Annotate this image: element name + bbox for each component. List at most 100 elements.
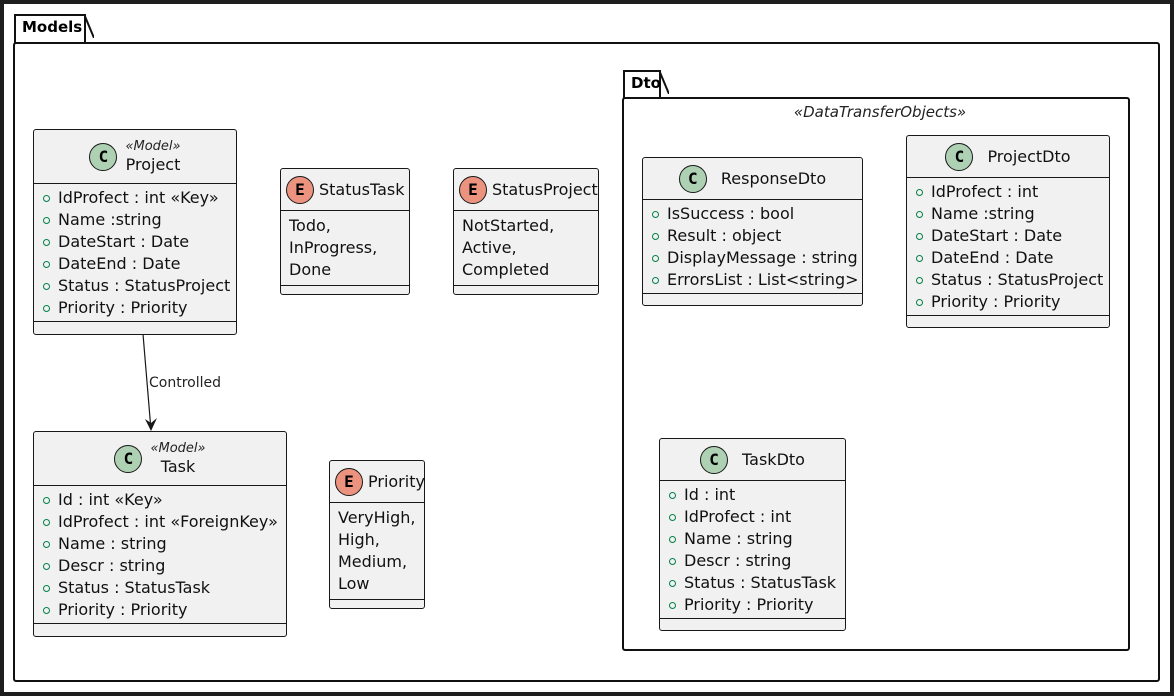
field: Status : StatusProject [34,275,236,297]
package-dto-stereotype: «DataTransferObjects» [793,103,967,121]
public-icon [43,238,50,246]
field: IsSuccess : bool [643,203,862,225]
field: Status : StatusTask [660,572,845,594]
class-badge-icon: C [678,164,707,193]
public-icon [916,276,923,284]
class-badge-icon: C [945,142,974,171]
enum-values: VeryHigh, High, Medium, Low [330,503,424,600]
edge-label-controlled: Controlled [149,375,221,391]
public-icon [652,210,659,218]
enum-value: Active, [462,238,517,257]
field: Name :string [907,203,1109,225]
enum-header: E Priority [330,461,425,503]
public-icon [43,518,50,526]
enum-statustask[interactable]: E StatusTask Todo, InProgress, Done [280,168,410,295]
class-project[interactable]: C «Model» Project IdProfect : int «Key» … [33,129,237,335]
class-name: ResponseDto [720,168,827,188]
package-dto [622,97,1130,651]
class-header: C «Model» Project [34,130,236,184]
field: IdProfect : int [907,181,1109,203]
public-icon [669,513,676,521]
class-fields: IsSuccess : bool Result : object Display… [643,200,862,294]
enum-name: Priority [368,471,425,491]
package-dto-tab: Dto [623,70,669,99]
field: DateEnd : Date [34,253,236,275]
class-projectdto[interactable]: C ProjectDto IdProfect : int Name :strin… [906,135,1110,328]
class-methods [907,316,1109,323]
class-taskdto[interactable]: C TaskDto Id : int IdProfect : int Name … [659,438,846,631]
field: Descr : string [660,550,845,572]
enum-statusproject[interactable]: E StatusProject NotStarted, Active, Comp… [453,168,599,295]
public-icon [916,210,923,218]
field: Id : int «Key» [34,489,286,511]
field: Priority : Priority [660,594,845,616]
field: Name :string [34,209,236,231]
class-name: Project [125,154,181,174]
public-icon [43,562,50,570]
enum-priority[interactable]: E Priority VeryHigh, High, Medium, Low [329,460,425,609]
field: DisplayMessage : string [643,247,862,269]
field: Status : StatusProject [907,269,1109,291]
class-fields: Id : int «Key» IdProfect : int «ForeignK… [34,486,286,624]
field: Name : string [660,528,845,550]
enum-value: Medium, [338,552,408,571]
class-badge-icon: C [700,445,729,474]
public-icon [669,601,676,609]
class-name: TaskDto [742,449,805,469]
field: Status : StatusTask [34,577,286,599]
public-icon [43,304,50,312]
enum-values: Todo, InProgress, Done [281,211,409,286]
public-icon [669,491,676,499]
field: Priority : Priority [34,297,236,319]
enum-badge-icon: E [459,175,487,204]
enum-value: High, [338,530,380,549]
class-name: Task [160,456,196,476]
enum-badge-icon: E [335,467,363,496]
edge-arrowhead [145,418,157,431]
field: Descr : string [34,555,286,577]
enum-value: NotStarted, [462,216,555,235]
field: IdProfect : int [660,506,845,528]
public-icon [43,496,50,504]
public-icon [916,254,923,262]
class-header: C ProjectDto [907,136,1109,178]
class-stereotype: «Model» [150,440,206,456]
package-dto-label: Dto [631,74,661,92]
enum-values: NotStarted, Active, Completed [454,211,598,286]
class-fields: IdProfect : int Name :string DateStart :… [907,178,1109,316]
class-header: C ResponseDto [643,158,862,200]
public-icon [652,232,659,240]
public-icon [43,606,50,614]
public-icon [43,282,50,290]
public-icon [669,579,676,587]
public-icon [652,254,659,262]
class-name: ProjectDto [987,146,1071,166]
enum-value: Low [338,574,370,593]
enum-header: E StatusProject [454,169,598,211]
public-icon [652,276,659,284]
class-responsedto[interactable]: C ResponseDto IsSuccess : bool Result : … [642,157,863,306]
diagram-canvas: Models Dto «DataTransferObjects» Control… [4,4,1170,692]
class-badge-icon: C [114,444,143,473]
public-icon [43,584,50,592]
package-tab-slant [84,14,94,38]
public-icon [916,188,923,196]
enum-value: VeryHigh, [338,508,416,527]
public-icon [43,194,50,202]
field: Priority : Priority [907,291,1109,313]
enum-badge-icon: E [286,175,314,204]
enum-name: StatusProject [492,179,598,199]
enum-value: Done [289,260,332,279]
field: DateStart : Date [907,225,1109,247]
field: DateStart : Date [34,231,236,253]
class-task[interactable]: C «Model» Task Id : int «Key» IdProfect … [33,431,287,637]
class-badge-icon: C [89,142,118,171]
package-tab-slant [659,70,669,94]
edge-project-task [142,333,152,431]
class-methods [643,294,862,301]
field: IdProfect : int «Key» [34,187,236,209]
package-models [13,42,1160,682]
public-icon [43,260,50,268]
package-models-tab: Models [14,14,94,44]
class-header: C TaskDto [660,439,845,481]
